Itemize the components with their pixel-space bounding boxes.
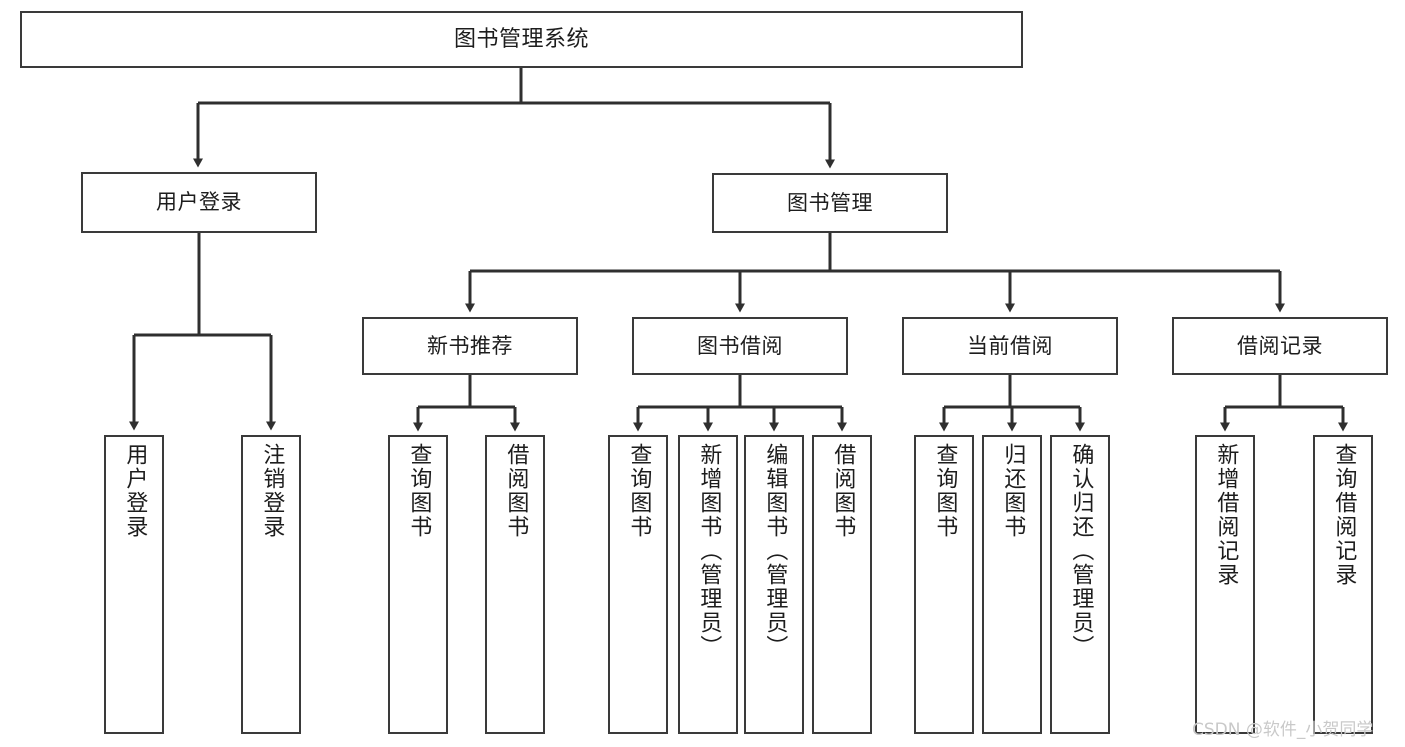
node-book-manage[interactable]: 图书管理: [712, 173, 948, 233]
node-leaf-borrow-book-1-label: 借阅图书: [503, 443, 529, 539]
node-leaf-query-record-label: 查询借阅记录: [1331, 443, 1357, 587]
node-leaf-query-book-1[interactable]: 查询图书: [388, 435, 448, 734]
node-user-login[interactable]: 用户登录: [81, 172, 317, 233]
node-borrow-record-label: 借阅记录: [1237, 333, 1323, 358]
node-leaf-query-book-2-label: 查询图书: [626, 443, 652, 539]
node-borrow-record[interactable]: 借阅记录: [1172, 317, 1388, 375]
node-leaf-edit-book-label: 编辑图书（管理员）: [762, 443, 788, 659]
node-leaf-user-login-label: 用户登录: [122, 443, 148, 539]
node-user-login-label: 用户登录: [156, 190, 242, 215]
node-leaf-confirm-return[interactable]: 确认归还（管理员）: [1050, 435, 1110, 734]
node-leaf-confirm-return-label: 确认归还（管理员）: [1068, 443, 1094, 659]
node-current-borrow[interactable]: 当前借阅: [902, 317, 1118, 375]
node-leaf-add-record-label: 新增借阅记录: [1213, 443, 1239, 587]
node-leaf-user-login[interactable]: 用户登录: [104, 435, 164, 734]
node-leaf-borrow-book-1[interactable]: 借阅图书: [485, 435, 545, 734]
node-leaf-user-logout[interactable]: 注销登录: [241, 435, 301, 734]
node-leaf-query-book-3[interactable]: 查询图书: [914, 435, 974, 734]
node-leaf-add-book[interactable]: 新增图书（管理员）: [678, 435, 738, 734]
node-current-borrow-label: 当前借阅: [967, 333, 1053, 358]
node-leaf-add-record[interactable]: 新增借阅记录: [1195, 435, 1255, 734]
node-leaf-borrow-book-2[interactable]: 借阅图书: [812, 435, 872, 734]
node-leaf-edit-book[interactable]: 编辑图书（管理员）: [744, 435, 804, 734]
node-leaf-query-book-3-label: 查询图书: [932, 443, 958, 539]
node-leaf-user-logout-label: 注销登录: [259, 443, 285, 539]
node-book-manage-label: 图书管理: [787, 190, 873, 215]
node-root[interactable]: 图书管理系统: [20, 11, 1023, 68]
node-leaf-add-book-label: 新增图书（管理员）: [696, 443, 722, 659]
node-new-book-rec-label: 新书推荐: [427, 333, 513, 358]
node-book-borrow-label: 图书借阅: [697, 333, 783, 358]
csdn-watermark: CSDN @软件_小贺同学: [1192, 720, 1374, 740]
node-leaf-query-record[interactable]: 查询借阅记录: [1313, 435, 1373, 734]
node-new-book-rec[interactable]: 新书推荐: [362, 317, 578, 375]
node-root-label: 图书管理系统: [453, 26, 589, 52]
node-book-borrow[interactable]: 图书借阅: [632, 317, 848, 375]
node-leaf-return-book-label: 归还图书: [1000, 443, 1026, 539]
node-leaf-borrow-book-2-label: 借阅图书: [830, 443, 856, 539]
node-leaf-return-book[interactable]: 归还图书: [982, 435, 1042, 734]
node-leaf-query-book-2[interactable]: 查询图书: [608, 435, 668, 734]
node-leaf-query-book-1-label: 查询图书: [406, 443, 432, 539]
